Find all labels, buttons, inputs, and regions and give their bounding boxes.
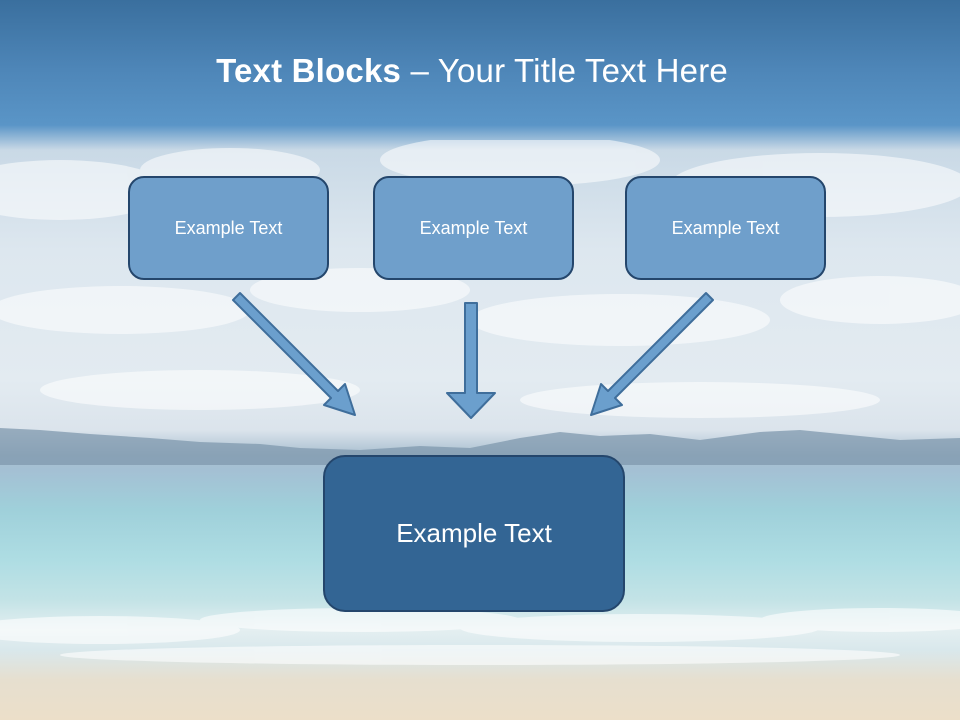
title-bold: Text Blocks (216, 52, 402, 89)
surf-decoration (0, 608, 960, 665)
slide-title: Text Blocks – Your Title Text Here (0, 52, 944, 90)
text-block-top-center-label: Example Text (419, 217, 528, 238)
text-block-top-left-label: Example Text (174, 217, 283, 238)
arrow-right-diagonal (590, 292, 714, 416)
text-block-bottom-label: Example Text (396, 518, 552, 548)
text-block-top-left[interactable]: Example Text (128, 176, 329, 280)
text-block-bottom[interactable]: Example Text (323, 455, 625, 612)
text-block-top-right-label: Example Text (671, 217, 780, 238)
text-block-top-center[interactable]: Example Text (373, 176, 574, 280)
arrow-center-vertical (446, 302, 496, 419)
title-dash: – (410, 52, 429, 89)
title-rest: Your Title Text Here (437, 52, 728, 89)
text-block-top-right[interactable]: Example Text (625, 176, 826, 280)
mountains-decoration (0, 428, 960, 465)
arrow-left-diagonal (232, 292, 356, 416)
